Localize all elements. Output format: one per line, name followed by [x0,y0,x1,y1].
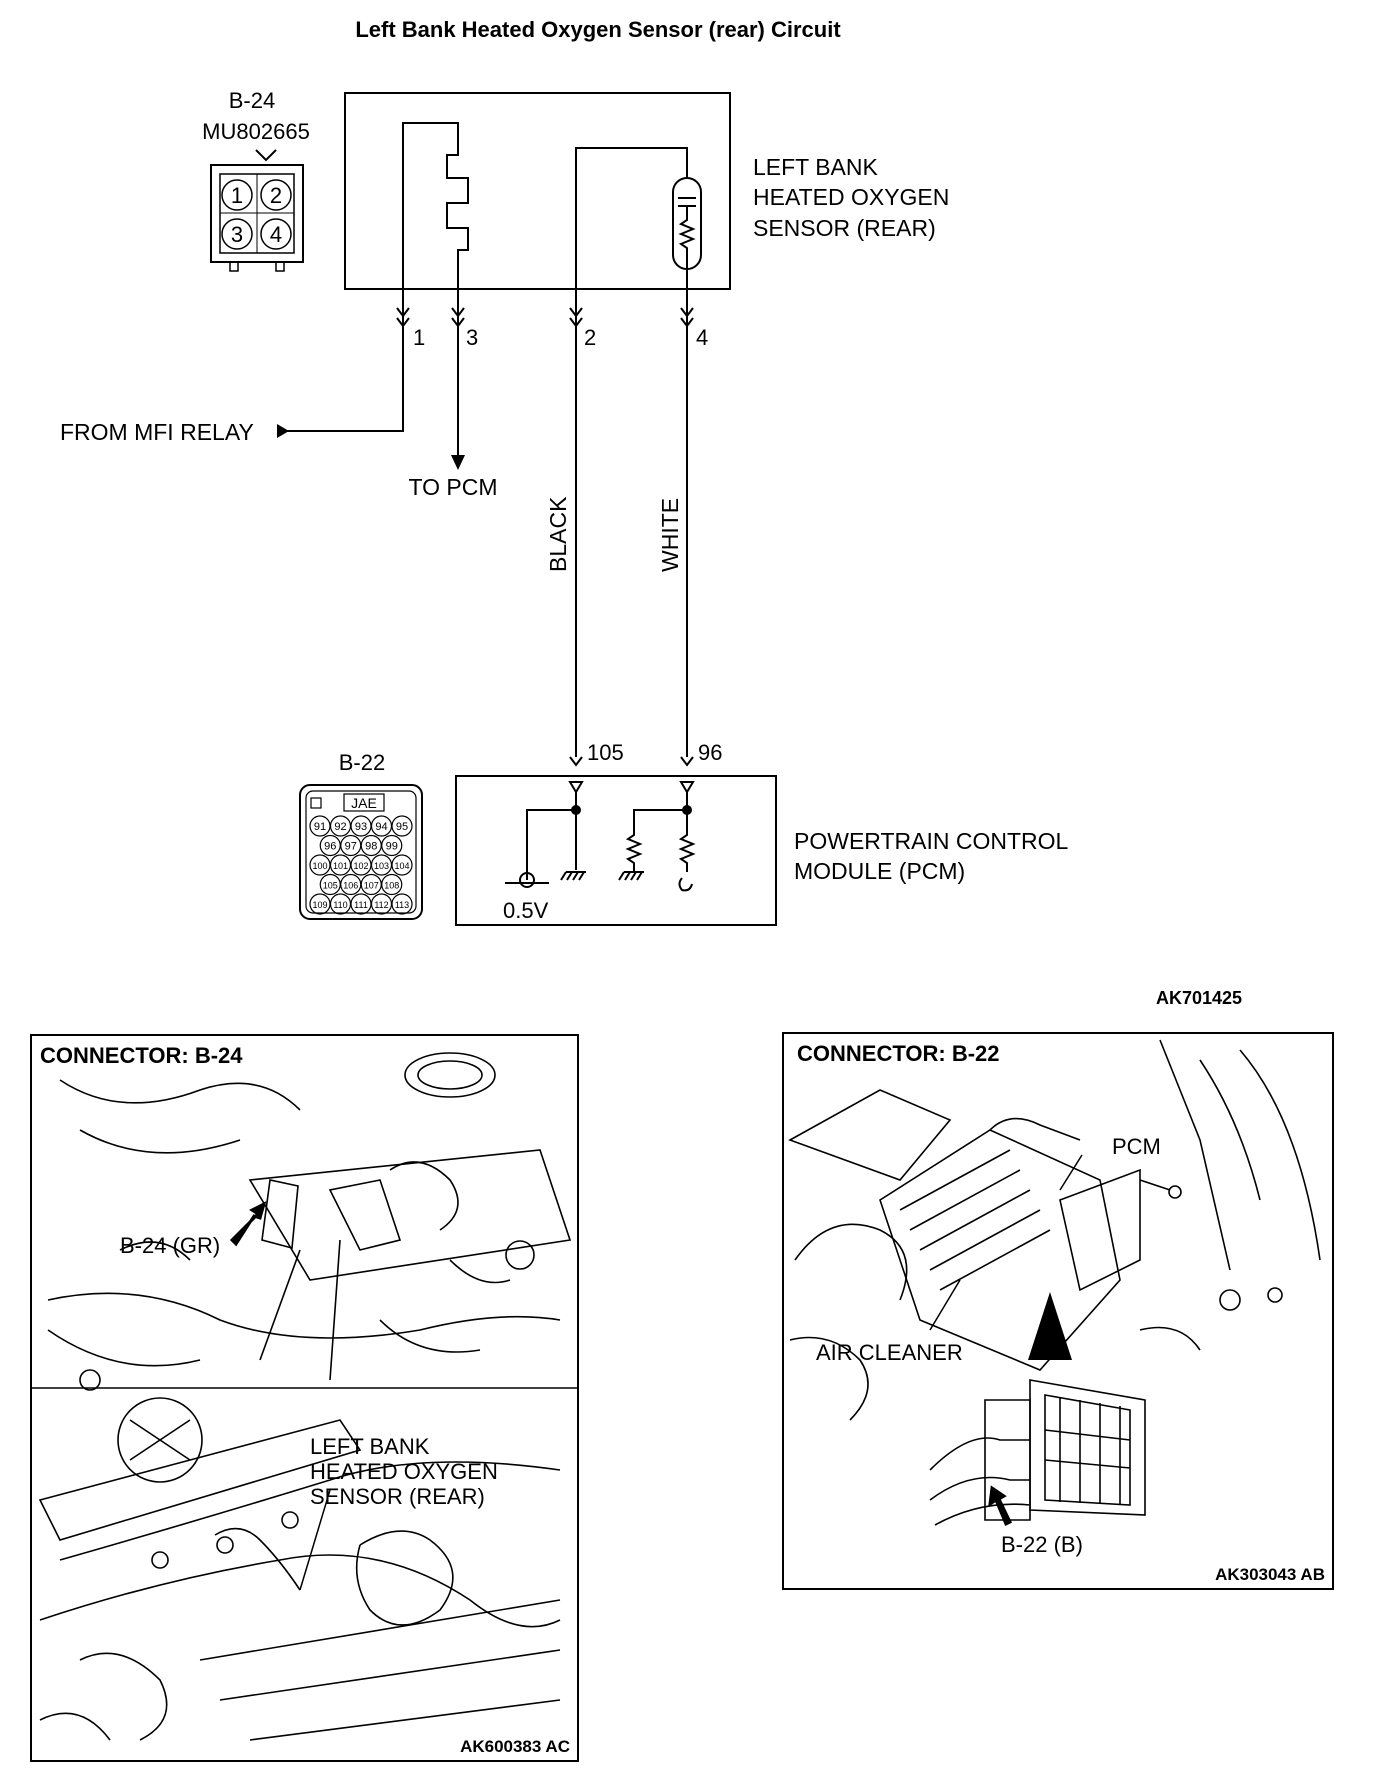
pcm-callout-label: PCM [1112,1134,1161,1159]
b24-pin-3: 3 [231,222,243,247]
connector-b22-id: B-22 [339,750,385,775]
engine-bay-sketch-b24 [31,1052,578,1741]
air-cleaner-callout-label: AIR CLEANER [816,1340,963,1365]
engine-bay-sketch-b22 [788,1039,1321,1526]
b22-pin-circle [391,815,413,837]
b22-pin-circle [381,834,403,857]
reference-voltage-label: 0.5V [503,898,549,923]
panel-connector-b24: CONNECTOR: B-24 B-24 (GR) LEFT BANK HEAT… [30,1034,579,1762]
b22-pin-label: 105 [323,881,338,891]
pcm-box [455,775,777,926]
b22-pin-label: 104 [394,861,409,871]
connector-b24-part-number: MU802665 [202,119,310,144]
from-mfi-relay-label: FROM MFI RELAY [60,419,254,445]
wires [280,326,688,757]
sensor-terminal-4: 4 [696,325,708,350]
b22-zoom-pointer [1028,1292,1072,1360]
diagram-title: Left Bank Heated Oxygen Sensor (rear) Ci… [355,17,841,42]
b24-pin-1: 1 [231,183,243,208]
b22-pin-label: 112 [374,900,388,910]
from-relay-arrow [277,424,289,438]
connector-b22-symbol: B-22 JAE 91 92 93 94 95 96 97 98 99 100 101 102 103 1… [299,750,423,920]
pcm-terminal-105: 105 [587,740,624,765]
b22-pin-label: 103 [374,861,389,871]
b22-pin-circle [381,873,403,896]
b22-pin-label: 95 [396,821,408,833]
pcm-terminal-96: 96 [698,740,722,765]
b24-callout-arrow [229,1201,267,1247]
b22-pin-label: 106 [343,881,358,891]
b22-pin-label: 93 [355,821,367,833]
b24-pin-4: 4 [270,222,282,247]
panel-b24-code: AK600383 AC [460,1737,570,1756]
b22-maker: JAE [351,795,377,811]
b22-pin-label: 101 [333,861,348,871]
b22-pin-label: 92 [334,821,346,833]
b24-pin-2: 2 [270,183,282,208]
b22-pin-label: 100 [312,861,327,871]
wire-color-black: BLACK [545,496,571,572]
b22-pin-label: 91 [314,821,326,833]
diagram-code: AK701425 [1156,988,1242,1008]
b22-pin-label: 99 [386,841,398,853]
b22-pin-label: 113 [395,900,409,910]
b22-pin-label: 97 [345,841,357,853]
b22-callout-label: B-22 (B) [1001,1532,1083,1557]
b22-pin-label: 110 [333,900,347,910]
b22-pin-label: 96 [324,841,336,853]
pcm-connector-marks [568,756,695,794]
b22-callout-arrow [988,1485,1012,1527]
b24-sensor-callout-line-3: SENSOR (REAR) [310,1484,485,1509]
panel-connector-b22: CONNECTOR: B-22 PCM AIR CLEANER B-22 (B)… [782,1032,1334,1590]
sensor-label-line-2: HEATED OXYGEN [753,184,949,210]
sensor-label-line-1: LEFT BANK [753,154,878,180]
b22-pin-circle [391,893,413,915]
sensor-label-line-3: SENSOR (REAR) [753,215,936,241]
b22-pin-circle [391,854,413,876]
panel-b22-heading: CONNECTOR: B-22 [797,1041,1000,1066]
b22-pin-label: 107 [364,881,379,891]
to-pcm-arrow [451,455,465,470]
b22-pin-label: 102 [353,861,368,871]
to-pcm-label: TO PCM [408,474,497,500]
b24-callout-label: B-24 (GR) [120,1233,220,1258]
b22-pin-label: 111 [354,900,368,910]
b22-pin-label: 109 [312,900,327,910]
wire-color-white: WHITE [657,498,683,572]
b24-sensor-callout-line-1: LEFT BANK [310,1434,430,1459]
b22-pin-label: 108 [384,881,399,891]
b24-sensor-callout-line-2: HEATED OXYGEN [310,1459,498,1484]
panel-b22-code: AK303043 AB [1215,1565,1325,1584]
connector-b24-symbol: B-24 MU802665 1 2 3 4 [202,88,310,272]
panel-b24-heading: CONNECTOR: B-24 [40,1043,243,1068]
sensor-terminal-2: 2 [584,325,596,350]
sensor-box [344,92,731,329]
connector-b24-id: B-24 [229,88,275,113]
sensor-terminal-3: 3 [466,325,478,350]
b22-pin-label: 98 [365,841,377,853]
pcm-label-line-2: MODULE (PCM) [794,858,965,884]
sensor-terminal-1: 1 [413,325,425,350]
b22-pin-label: 94 [375,821,387,833]
sensor-connector-marks [396,307,694,328]
pcm-label-line-1: POWERTRAIN CONTROL [794,828,1069,854]
b22-pin-grid: 91 92 93 94 95 96 97 98 99 100 101 102 103 104 105 106 1… [309,815,413,915]
